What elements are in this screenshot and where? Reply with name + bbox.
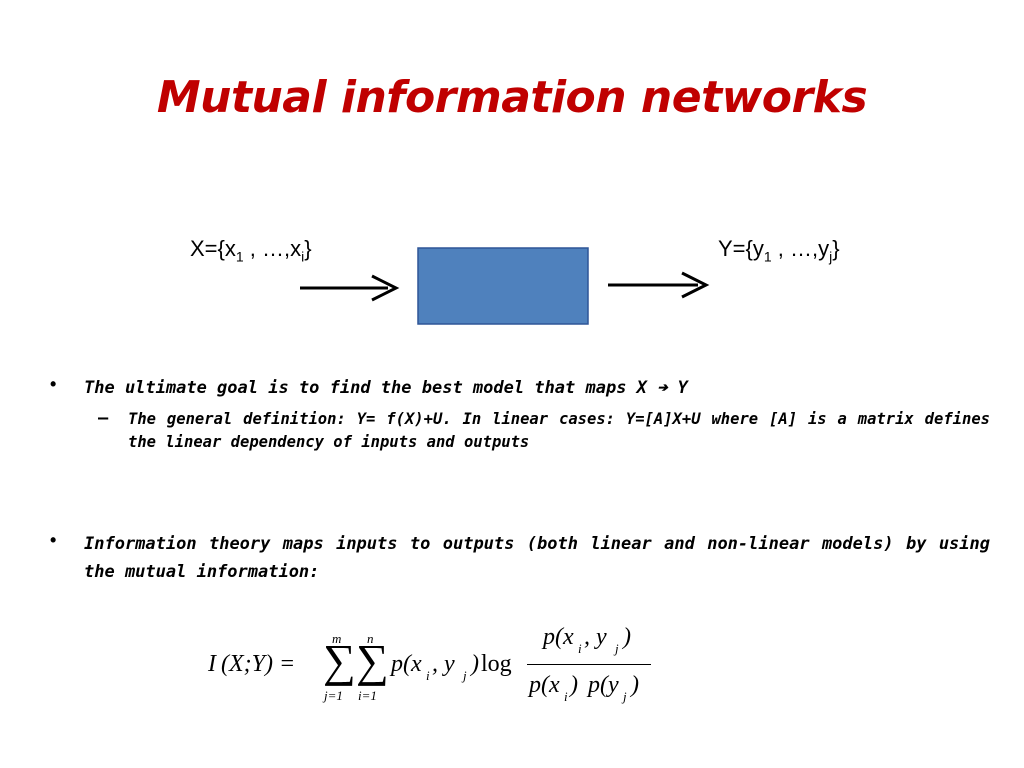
bullet-text: Information theory maps inputs to output… — [84, 534, 990, 582]
formula-lhs-args: (X;Y) = — [221, 651, 296, 677]
sum1-sigma: ∑ — [323, 635, 356, 686]
bullet-glyph: • — [50, 530, 57, 550]
output-arrow-icon — [608, 271, 710, 299]
output-set-end: } — [832, 236, 840, 261]
denominator-py: p(y — [588, 672, 619, 698]
input-set-base: X={x — [190, 236, 236, 261]
formula-lhs: I — [208, 651, 216, 677]
joint-prob-end: ) — [471, 651, 479, 677]
input-set-sub1: 1 — [235, 248, 244, 265]
bullet-glyph: • — [50, 374, 57, 394]
joint-prob: p(x — [391, 651, 422, 677]
mutual-information-formula: I (X;Y) = m ∑ j=1 n ∑ i=1 p(x i , y j ) … — [205, 620, 665, 720]
sub-bullet-text: The general definition: Y= f(X)+U. In li… — [128, 410, 990, 451]
fraction-bar — [527, 664, 651, 666]
denominator-px-end: ) — [570, 672, 578, 698]
joint-prob-mid: , y — [432, 651, 455, 677]
bullet-item: • The ultimate goal is to find the best … — [50, 374, 990, 402]
output-set-base: Y={y — [718, 236, 764, 261]
input-arrow-icon — [300, 274, 400, 302]
input-set-sub2: i — [301, 248, 305, 265]
output-set-sub2: j — [829, 248, 833, 265]
numerator-end: ) — [623, 624, 631, 650]
numerator-mid: , y — [584, 624, 607, 650]
sum2-upper: n — [367, 631, 374, 646]
denominator-py-end: ) — [631, 672, 639, 698]
joint-prob-j: j — [463, 668, 467, 683]
slide-title: Mutual information networks — [156, 72, 868, 123]
joint-prob-i: i — [426, 668, 430, 683]
input-set-end: } — [304, 236, 312, 261]
bullet-item: • Information theory maps inputs to outp… — [50, 530, 990, 586]
denominator-px: p(x — [529, 672, 560, 698]
output-set-mid: , …,y — [771, 236, 830, 261]
input-set-label: X={x1 , …,xi} — [190, 236, 312, 264]
denominator-px-i: i — [564, 689, 568, 704]
numerator: p(x — [543, 624, 574, 650]
numerator-j: j — [615, 641, 619, 656]
output-set-sub1: 1 — [763, 248, 772, 265]
input-set-mid: , …,x — [243, 236, 302, 261]
sub-bullet-item: – The general definition: Y= f(X)+U. In … — [98, 408, 990, 454]
bullet-text: The ultimate goal is to find the best mo… — [84, 378, 688, 398]
sub-bullet-glyph: – — [98, 408, 109, 428]
denominator-py-j: j — [623, 689, 627, 704]
sum1-lower: j=1 — [324, 688, 343, 703]
sum2-lower: i=1 — [358, 688, 377, 703]
sum2-sigma: ∑ — [356, 635, 389, 686]
sum1-upper: m — [332, 631, 342, 646]
log-operator: log — [481, 651, 512, 677]
output-set-label: Y={y1 , …,yj} — [718, 236, 840, 264]
model-box — [417, 247, 589, 325]
numerator-i: i — [578, 641, 582, 656]
